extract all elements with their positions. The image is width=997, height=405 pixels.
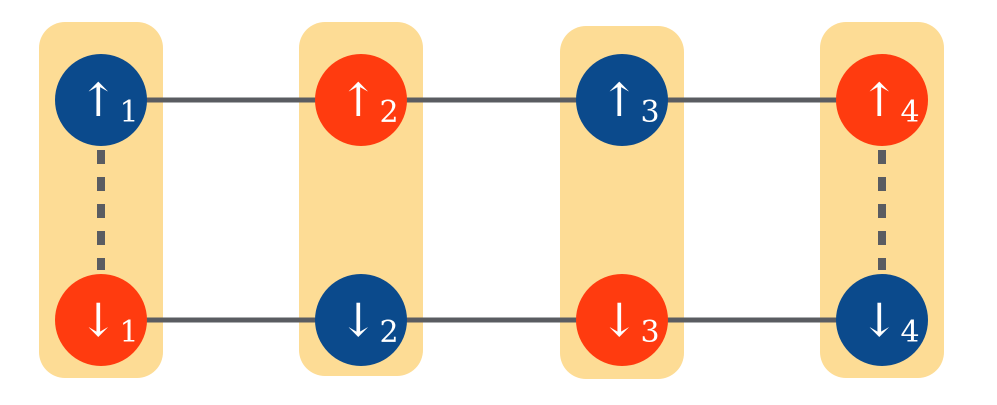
spin-up-arrow-1: ↑ bbox=[79, 73, 118, 127]
spin-down-node-1: ↓1 bbox=[55, 274, 147, 366]
spin-down-arrow-3: ↓ bbox=[600, 293, 639, 347]
spin-down-node-4: ↓4 bbox=[836, 274, 928, 366]
spin-down-node-2: ↓2 bbox=[315, 274, 407, 366]
spin-up-label-1: ↑1 bbox=[79, 73, 139, 130]
spin-down-node-3: ↓3 bbox=[576, 274, 668, 366]
spin-down-index-2: 2 bbox=[380, 315, 399, 350]
spin-up-index-3: 3 bbox=[641, 95, 660, 130]
spin-up-label-2: ↑2 bbox=[339, 73, 399, 130]
spin-up-node-4: ↑4 bbox=[836, 54, 928, 146]
spin-up-node-3: ↑3 bbox=[576, 54, 668, 146]
spin-down-arrow-2: ↓ bbox=[339, 293, 378, 347]
spin-up-node-2: ↑2 bbox=[315, 54, 407, 146]
spin-down-circle-3 bbox=[576, 274, 668, 366]
spin-down-index-4: 4 bbox=[901, 315, 920, 350]
spin-down-circle-4 bbox=[836, 274, 928, 366]
spin-up-label-3: ↑3 bbox=[600, 73, 660, 130]
spin-down-label-1: ↓1 bbox=[79, 293, 139, 350]
spin-up-index-4: 4 bbox=[901, 95, 920, 130]
spin-up-circle-4 bbox=[836, 54, 928, 146]
spin-up-label-4: ↑4 bbox=[860, 73, 920, 130]
spin-up-index-2: 2 bbox=[380, 95, 399, 130]
spin-up-circle-2 bbox=[315, 54, 407, 146]
spin-up-arrow-4: ↑ bbox=[860, 73, 899, 127]
spin-down-arrow-1: ↓ bbox=[79, 293, 118, 347]
spin-up-circle-3 bbox=[576, 54, 668, 146]
spin-down-circle-1 bbox=[55, 274, 147, 366]
spin-down-index-1: 1 bbox=[120, 315, 139, 350]
spin-down-label-2: ↓2 bbox=[339, 293, 399, 350]
spin-down-label-4: ↓4 bbox=[860, 293, 920, 350]
spin-up-arrow-2: ↑ bbox=[339, 73, 378, 127]
spin-down-arrow-4: ↓ bbox=[860, 293, 899, 347]
spin-up-node-1: ↑1 bbox=[55, 54, 147, 146]
spin-down-label-3: ↓3 bbox=[600, 293, 660, 350]
spin-up-circle-1 bbox=[55, 54, 147, 146]
spin-down-circle-2 bbox=[315, 274, 407, 366]
spin-up-arrow-3: ↑ bbox=[600, 73, 639, 127]
spin-down-index-3: 3 bbox=[641, 315, 660, 350]
spin-up-index-1: 1 bbox=[120, 95, 139, 130]
